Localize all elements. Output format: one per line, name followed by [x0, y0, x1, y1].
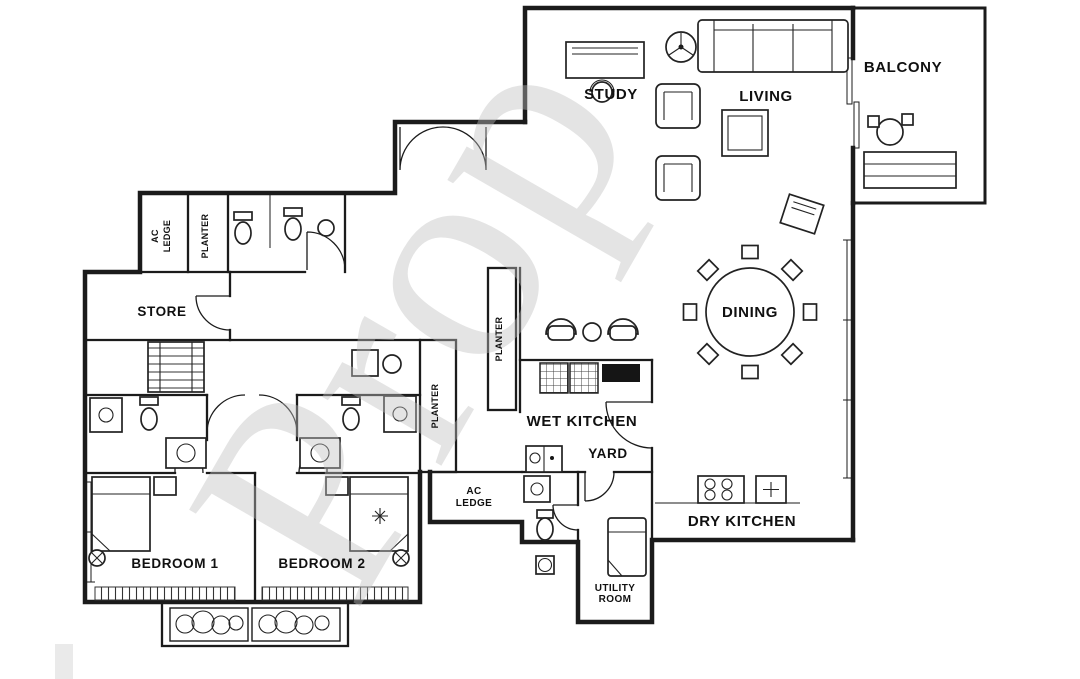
wet-kitchen-fixtures	[525, 362, 640, 473]
label-ac-ledge-left-2: LEDGE	[162, 220, 172, 253]
room-label-yard: YARD	[588, 446, 627, 461]
room-label-bedroom1: BEDROOM 1	[131, 556, 218, 571]
bathroom1-fixtures	[89, 396, 207, 469]
bedroom1-furniture	[88, 476, 177, 567]
store-shelf	[147, 341, 402, 393]
bathroom2-fixtures	[299, 395, 417, 469]
bedroom2-furniture	[325, 476, 410, 567]
room-label-dining: DINING	[722, 304, 778, 321]
utility-fixtures	[607, 517, 647, 577]
label-ac-ledge-center-1: AC	[466, 486, 481, 497]
room-labels: BALCONY STUDY LIVING DINING WET KITCHEN …	[131, 59, 942, 605]
room-label-store: STORE	[137, 304, 186, 319]
dining-furniture	[545, 244, 818, 380]
label-planter-center-a: PLANTER	[430, 384, 440, 429]
balcony-furniture	[863, 113, 957, 189]
label-ac-ledge-left-1: AC	[150, 229, 160, 243]
room-label-utility-1: UTILITY	[595, 583, 636, 594]
room-label-balcony: BALCONY	[864, 59, 942, 76]
room-label-living: LIVING	[739, 88, 793, 105]
room-label-bedroom2: BEDROOM 2	[278, 556, 365, 571]
label-planter-center-b: PLANTER	[494, 317, 504, 362]
entry-bathroom-fixtures	[233, 207, 335, 245]
dry-kitchen-fixtures	[655, 475, 800, 504]
windows	[85, 57, 860, 648]
room-label-dry-kitchen: DRY KITCHEN	[688, 513, 796, 530]
living-furniture	[655, 19, 849, 235]
room-label-utility-2: ROOM	[599, 594, 632, 605]
study-furniture	[565, 41, 645, 103]
label-planter-left: PLANTER	[200, 214, 210, 259]
walls-interior	[83, 191, 654, 604]
room-label-wet-kitchen: WET KITCHEN	[527, 413, 638, 430]
label-ac-ledge-center-2: LEDGE	[456, 498, 492, 509]
scan-smudge	[55, 644, 73, 679]
room-label-study: STUDY	[584, 86, 638, 103]
yard-wc-fixtures	[523, 475, 555, 575]
